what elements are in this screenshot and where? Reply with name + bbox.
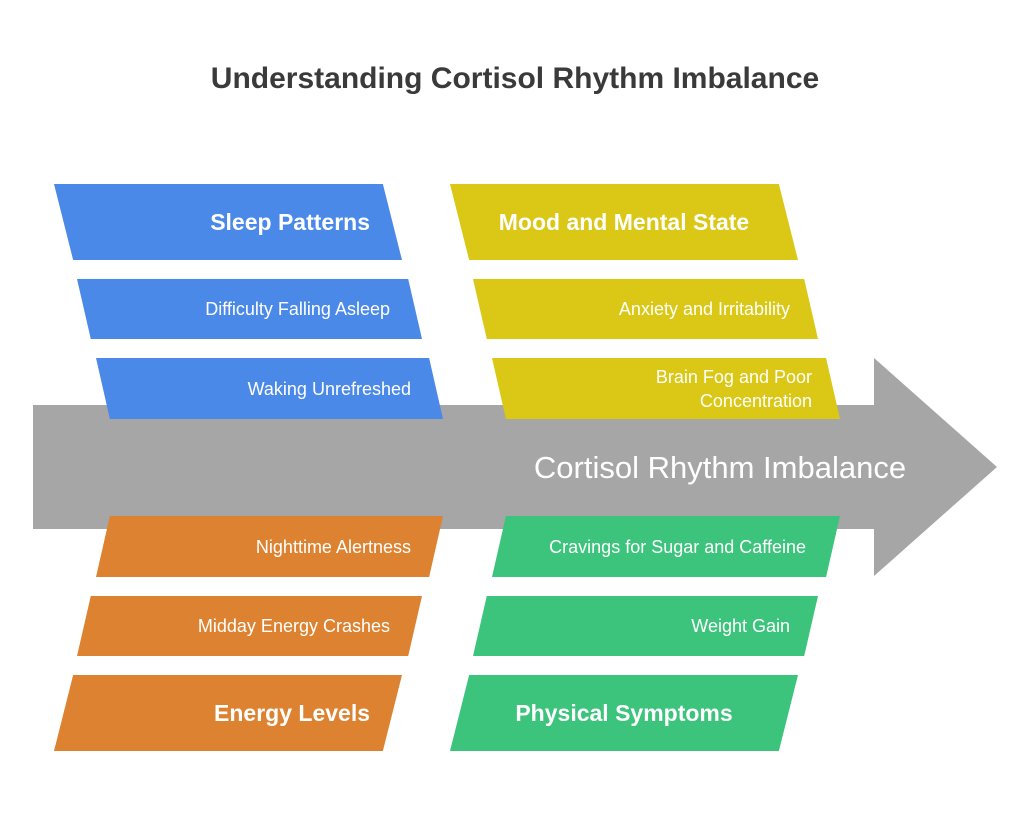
cause-brain-fog-and-poor-concentration: Brain Fog and Poor Concentration — [492, 358, 840, 419]
category-label: Energy Levels — [214, 699, 370, 726]
diagram-title: Understanding Cortisol Rhythm Imbalance — [210, 62, 820, 95]
category-energy-levels: Energy Levels — [54, 675, 402, 751]
cause-cravings-for-sugar-and-caffeine: Cravings for Sugar and Caffeine — [492, 516, 840, 577]
cause-difficulty-falling-asleep: Difficulty Falling Asleep — [77, 279, 422, 339]
cause-label: Cravings for Sugar and Caffeine — [549, 536, 806, 557]
category-physical-symptoms: Physical Symptoms — [450, 675, 798, 751]
cause-label: Difficulty Falling Asleep — [205, 299, 390, 319]
category-sleep-patterns: Sleep Patterns — [54, 184, 402, 260]
cause-label: Midday Energy Crashes — [197, 616, 390, 636]
cause-label: Weight Gain — [691, 616, 790, 636]
cause-label: Brain Fog and Poor Concentration — [655, 366, 812, 411]
spine-label: Cortisol Rhythm Imbalance — [533, 450, 907, 485]
cause-nighttime-alertness: Nighttime Alertness — [96, 516, 443, 577]
category-mood-and-mental-state: Mood and Mental State — [450, 184, 798, 260]
category-label: Physical Symptoms — [515, 699, 733, 726]
cause-label: Anxiety and Irritability — [618, 299, 790, 319]
category-label: Sleep Patterns — [210, 208, 370, 235]
cause-label: Nighttime Alertness — [255, 536, 411, 557]
cause-weight-gain: Weight Gain — [473, 596, 818, 656]
cause-label: Waking Unrefreshed — [247, 378, 411, 399]
cause-anxiety-and-irritability: Anxiety and Irritability — [473, 279, 818, 339]
cause-waking-unrefreshed: Waking Unrefreshed — [96, 358, 443, 419]
category-label: Mood and Mental State — [498, 208, 750, 235]
cause-midday-energy-crashes: Midday Energy Crashes — [77, 596, 422, 656]
